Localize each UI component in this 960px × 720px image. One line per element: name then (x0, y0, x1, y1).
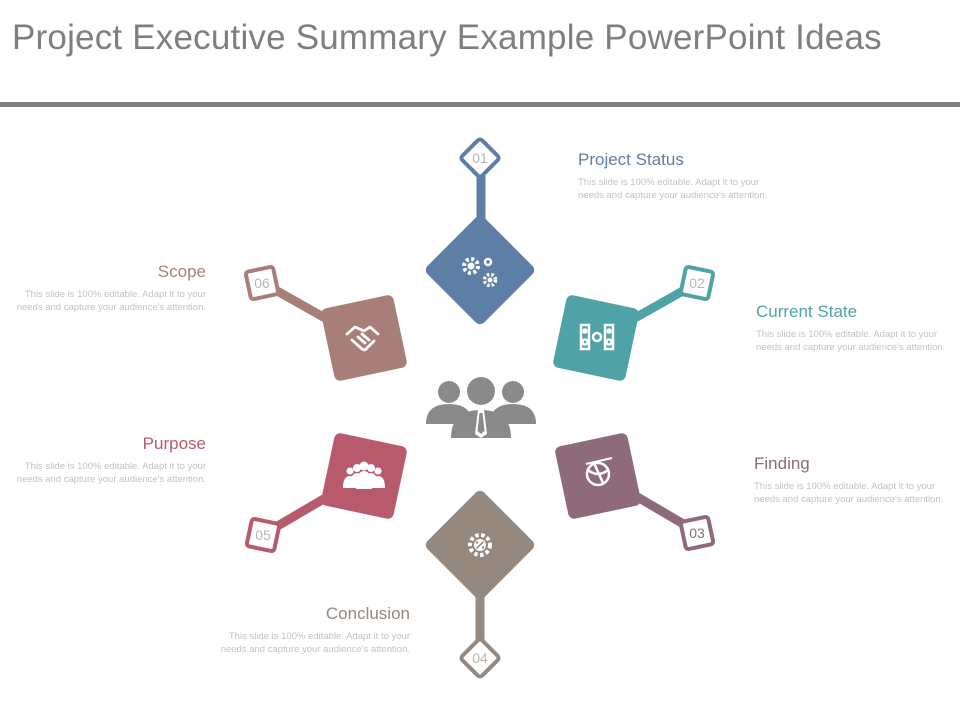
globe-icon (585, 457, 613, 487)
number-05: 05 (255, 527, 271, 543)
number-badge-02 (678, 264, 716, 302)
description-conclusion: This slide is 100% editable. Adapt it to… (220, 631, 410, 655)
description-purpose: This slide is 100% editable. Adapt it to… (16, 461, 206, 485)
handshake-icon (345, 325, 380, 352)
heading-conclusion: Conclusion (325, 604, 410, 623)
heading-project-status: Project Status (578, 150, 684, 169)
description-scope: This slide is 100% editable. Adapt it to… (16, 289, 206, 313)
description-finding: This slide is 100% editable. Adapt it to… (754, 481, 944, 505)
gear-percent-icon (468, 533, 492, 557)
heading-scope: Scope (157, 262, 206, 281)
node-06 (321, 295, 407, 381)
number-badge-01 (459, 137, 501, 179)
label-project-status: Project Status This slide is 100% editab… (578, 150, 778, 202)
heading-finding: Finding (754, 454, 810, 473)
group-icon (343, 461, 385, 489)
item-04-group: 04 (425, 490, 535, 679)
slide-title: Project Executive Summary Example PowerP… (12, 18, 882, 57)
label-purpose: Purpose This slide is 100% editable. Ada… (8, 434, 206, 486)
node-03 (555, 433, 641, 519)
number-04: 04 (472, 650, 488, 666)
node-01 (425, 215, 535, 325)
node-02 (553, 295, 639, 381)
item-02-group: 02 (553, 264, 716, 381)
number-badge-03 (678, 514, 716, 552)
item-06-group: 06 (243, 264, 407, 381)
label-current-state: Current State This slide is 100% editabl… (756, 302, 946, 354)
label-conclusion: Conclusion This slide is 100% editable. … (210, 604, 410, 656)
label-scope: Scope This slide is 100% editable. Adapt… (8, 262, 206, 314)
speakers-icon (579, 323, 615, 351)
description-project-status: This slide is 100% editable. Adapt it to… (578, 177, 768, 201)
number-06: 06 (254, 275, 270, 291)
description-current-state: This slide is 100% editable. Adapt it to… (756, 329, 946, 353)
item-01-group: 01 (425, 137, 535, 325)
heading-current-state: Current State (756, 302, 858, 321)
number-01: 01 (472, 150, 488, 166)
number-badge-06 (243, 264, 281, 302)
number-badge-05 (244, 516, 282, 554)
number-03: 03 (689, 525, 705, 541)
number-02: 02 (689, 275, 705, 291)
label-finding: Finding This slide is 100% editable. Ada… (754, 454, 944, 506)
item-03-group: 03 (555, 433, 716, 552)
number-badge-04 (459, 637, 501, 679)
gears-icon (462, 257, 498, 288)
team-of-three-people-icon (426, 377, 536, 438)
heading-purpose: Purpose (142, 434, 206, 453)
title-divider (0, 102, 960, 107)
item-05-group: 05 (244, 433, 407, 554)
